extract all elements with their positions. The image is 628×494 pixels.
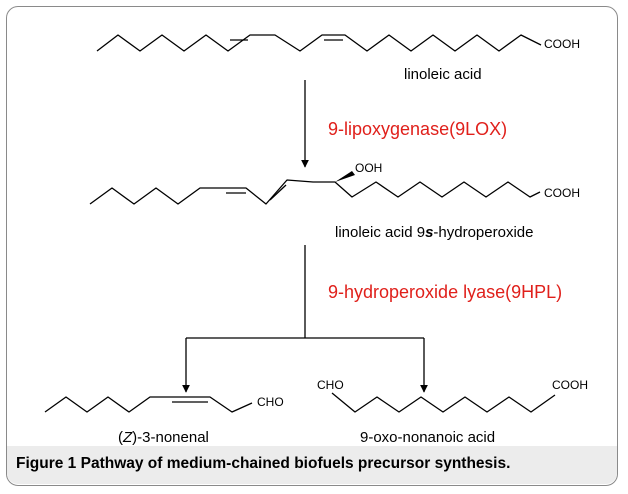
enzyme-lox-label: 9-lipoxygenase(9LOX) [328, 119, 507, 139]
figure-caption-label: Figure 1 [16, 455, 77, 472]
linoleic-acid-name: linoleic acid [404, 66, 482, 83]
oxo-acid-cho-label: CHO [317, 378, 344, 392]
figure-caption: Figure 1 Pathway of medium-chained biofu… [16, 455, 510, 473]
linoleic-acid-cooh-label: COOH [544, 37, 580, 51]
caption-band [7, 446, 617, 484]
nonenal-name: (Z)-3-nonenal [118, 429, 209, 446]
oxo-acid-cooh-label: COOH [552, 378, 588, 392]
nonenal-structure [44, 396, 253, 413]
hydroperoxide-wedge-bond [335, 171, 355, 182]
figure-caption-text: Pathway of medium-chained biofuels precu… [80, 455, 511, 472]
hydroperoxide-ooh-label: OOH [355, 161, 382, 175]
nonenal-cho-label: CHO [257, 395, 284, 409]
figure-border [6, 6, 618, 486]
hydroperoxide-structure [89, 179, 541, 205]
arrow-hpl-branch [182, 245, 428, 393]
enzyme-hpl-label: 9-hydroperoxide lyase(9HPL) [328, 282, 562, 302]
hydroperoxide-cooh-label: COOH [544, 186, 580, 200]
oxo-acid-name: 9-oxo-nonanoic acid [360, 429, 495, 446]
hydroperoxide-name: linoleic acid 9s-hydroperoxide [335, 224, 533, 241]
linoleic-acid-structure [96, 34, 542, 52]
oxo-acid-structure [331, 392, 556, 413]
